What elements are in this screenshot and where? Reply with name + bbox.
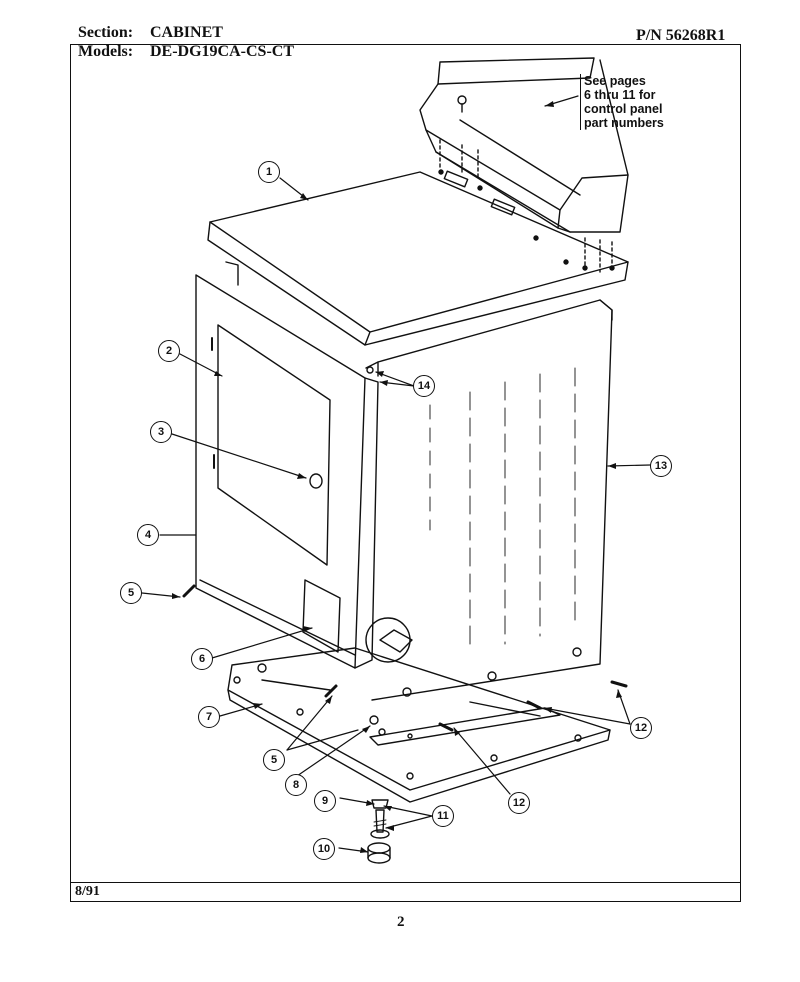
callout-5-upper: 5 [120,582,142,604]
callout-11: 11 [432,805,454,827]
callout-10: 10 [313,838,335,860]
callout-5-lower: 5 [263,749,285,771]
leveling-leg-drawing [367,799,391,864]
callout-13: 13 [650,455,672,477]
leader-lines [141,95,651,853]
screws-drawing [182,584,628,732]
top-panel-drawing [207,169,629,346]
page-number: 2 [397,914,405,930]
callout-14: 14 [413,375,435,397]
arrowheads [172,101,622,853]
part-number: P/N 56268R1 [636,27,726,44]
note-line: See pages [584,74,646,88]
callout-1: 1 [258,161,280,183]
callout-9: 9 [314,790,336,812]
section-label: Section: [78,24,134,41]
note-line: part numbers [584,116,664,130]
callout-2: 2 [158,340,180,362]
note-line: 6 thru 11 for [584,88,656,102]
revision-date: 8/91 [75,884,100,899]
note-line: control panel [584,102,663,116]
models-label: Models: [78,43,134,60]
section-value: CABINET [150,24,223,41]
callout-3: 3 [150,421,172,443]
callout-4: 4 [137,524,159,546]
base-drawing [227,647,611,803]
diagram-frame [70,44,741,902]
control-panel-note: See pages 6 thru 11 for control panel pa… [580,74,664,130]
models-value: DE-DG19CA-CS-CT [150,43,294,60]
callout-12-right: 12 [630,717,652,739]
control-panel-drawing [419,57,629,273]
footer-rule [70,882,741,883]
side-panel-drawing [365,299,613,701]
callout-8: 8 [285,774,307,796]
callout-6: 6 [191,648,213,670]
callout-7: 7 [198,706,220,728]
callout-12-center: 12 [508,792,530,814]
front-panel-drawing [195,261,379,669]
